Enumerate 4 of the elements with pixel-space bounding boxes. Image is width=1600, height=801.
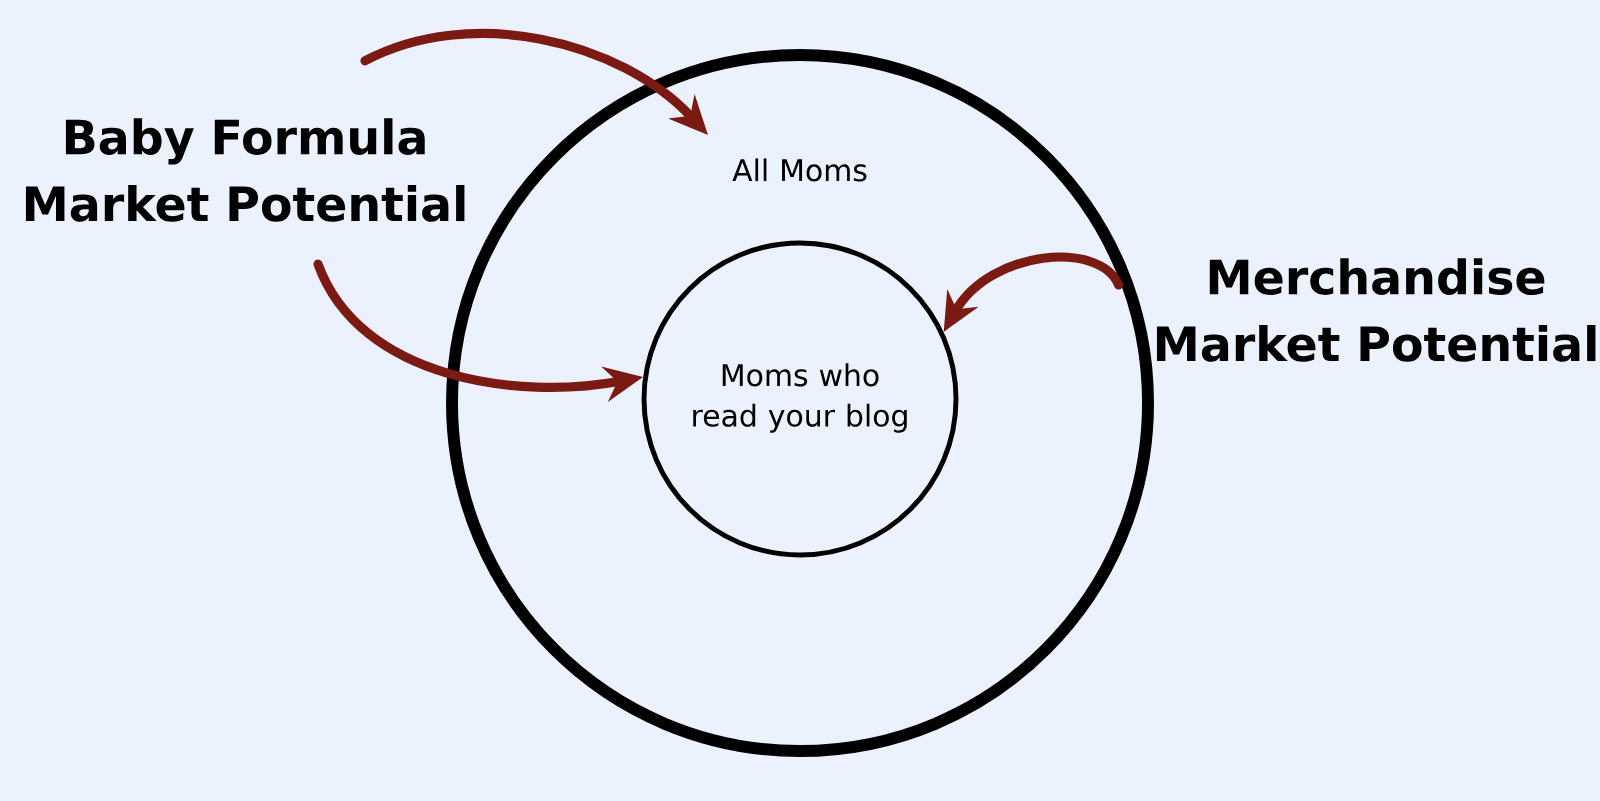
heading-label: Merchandise Market Potential bbox=[1156, 258, 1596, 362]
circle-label: Moms who read your blog bbox=[693, 363, 907, 433]
circle-label: All Moms bbox=[732, 158, 867, 182]
heading-label: Baby Formula Market Potential bbox=[25, 118, 465, 222]
